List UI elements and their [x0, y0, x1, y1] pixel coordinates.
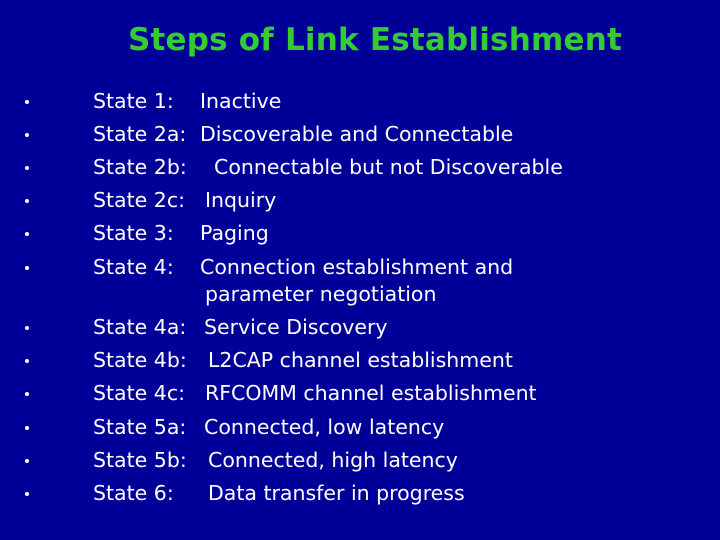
state-description: Inactive: [200, 89, 282, 113]
state-label: State 5a:: [93, 415, 187, 439]
list-item: State 2b: Connectable but not Discoverab…: [0, 151, 720, 184]
state-description: Connection establishment and: [200, 255, 514, 279]
bullet-icon: [25, 232, 29, 236]
bullet-icon: [25, 426, 29, 430]
bullet-icon: [25, 492, 29, 496]
list-item: State 2c: Inquiry: [0, 184, 720, 217]
state-description: Paging: [200, 221, 269, 245]
bullet-icon: [25, 199, 29, 203]
list-item: State 1: Inactive: [0, 85, 720, 118]
state-label: State 2b:: [93, 155, 187, 179]
list-item: State 4c: RFCOMM channel establishment: [0, 377, 720, 410]
state-description: Inquiry: [205, 188, 277, 212]
bullet-icon: [25, 133, 29, 137]
state-label: State 4c:: [93, 381, 185, 405]
bullet-icon: [25, 359, 29, 363]
state-description: Discoverable and Connectable: [200, 122, 514, 146]
state-description: Service Discovery: [204, 315, 388, 339]
state-description-continued: parameter negotiation: [205, 282, 437, 306]
list-item: State 4b: L2CAP channel establishment: [0, 344, 720, 377]
state-label: State 4b:: [93, 348, 187, 372]
bullet-icon: [25, 266, 29, 270]
list-item: State 2a: Discoverable and Connectable: [0, 118, 720, 151]
state-label: State 3:: [93, 221, 174, 245]
bullet-icon: [25, 459, 29, 463]
bullet-icon: [25, 392, 29, 396]
list-item: State 4: Connection establishment and pa…: [0, 251, 720, 306]
state-description: L2CAP channel establishment: [208, 348, 513, 372]
bullet-icon: [25, 326, 29, 330]
state-label: State 1:: [93, 89, 174, 113]
slide-title: Steps of Link Establishment: [128, 22, 622, 58]
state-description: Connected, low latency: [204, 415, 445, 439]
state-label: State 4a:: [93, 315, 187, 339]
state-label: State 5b:: [93, 448, 187, 472]
bullet-icon: [25, 100, 29, 104]
state-label: State 2c:: [93, 188, 185, 212]
state-description: Data transfer in progress: [208, 481, 465, 505]
state-description: RFCOMM channel establishment: [205, 381, 537, 405]
bullet-icon: [25, 166, 29, 170]
state-label: State 6:: [93, 481, 174, 505]
list-item: State 3: Paging: [0, 217, 720, 250]
state-label: State 2a:: [93, 122, 187, 146]
list-item: State 6: Data transfer in progress: [0, 477, 720, 510]
state-description: Connectable but not Discoverable: [214, 155, 563, 179]
list-item: State 4a: Service Discovery: [0, 311, 720, 344]
state-description: Connected, high latency: [208, 448, 458, 472]
list-item: State 5a: Connected, low latency: [0, 411, 720, 444]
list-item: State 5b: Connected, high latency: [0, 444, 720, 477]
state-label: State 4:: [93, 255, 174, 279]
